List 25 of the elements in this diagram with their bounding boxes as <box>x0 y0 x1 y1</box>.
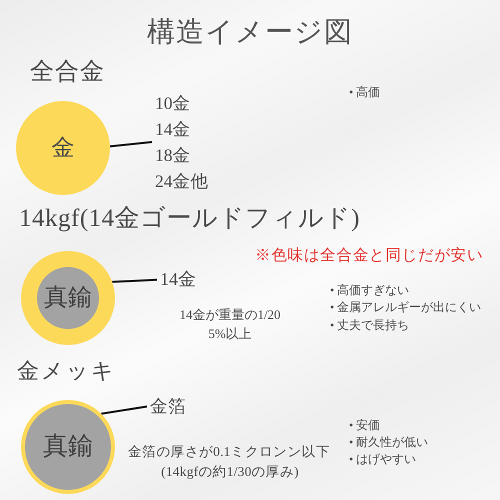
bullet-item: • 金属アレルギーが出にくい <box>330 300 482 314</box>
core-disc: 真鍮 <box>25 404 111 490</box>
description-text: (14kgfの約1/30の厚み) <box>161 464 299 480</box>
layer-label: 14金 <box>160 269 196 291</box>
leader-line <box>110 141 152 148</box>
description-text: 金箔の厚さが0.1ミクロンン以下 <box>128 444 330 460</box>
bullet-item: • 高価 <box>349 85 380 100</box>
bullet-item: • 耐久性が低い <box>349 435 428 450</box>
diagram-title: 構造イメージ図 <box>147 16 353 50</box>
karat-list: 10金 14金 18金 24金他 <box>155 90 208 194</box>
layer-label: 金箔 <box>150 396 186 417</box>
note-text: ※色味は全合金と同じだが安い <box>255 247 484 266</box>
cross-section-circle: 金 <box>16 101 110 195</box>
core-disc: 真鍮 <box>37 267 99 329</box>
section-heading: 金メッキ <box>17 358 116 384</box>
bullet-item: • 丈夫で長持ち <box>330 318 410 332</box>
bullet-item: • 安価 <box>349 418 380 432</box>
description-text: 5%以上 <box>208 326 252 342</box>
bullet-item: • はげやすい <box>349 452 416 466</box>
bullet-item: • 高価すぎない <box>330 283 410 298</box>
section-heading: 全合金 <box>30 58 105 87</box>
section-heading: 14kgf(14金ゴールドフィルド) <box>19 204 360 234</box>
leader-line <box>101 406 148 415</box>
leader-line <box>112 278 158 283</box>
description-text: 14金が重量の1/20 <box>179 307 281 323</box>
